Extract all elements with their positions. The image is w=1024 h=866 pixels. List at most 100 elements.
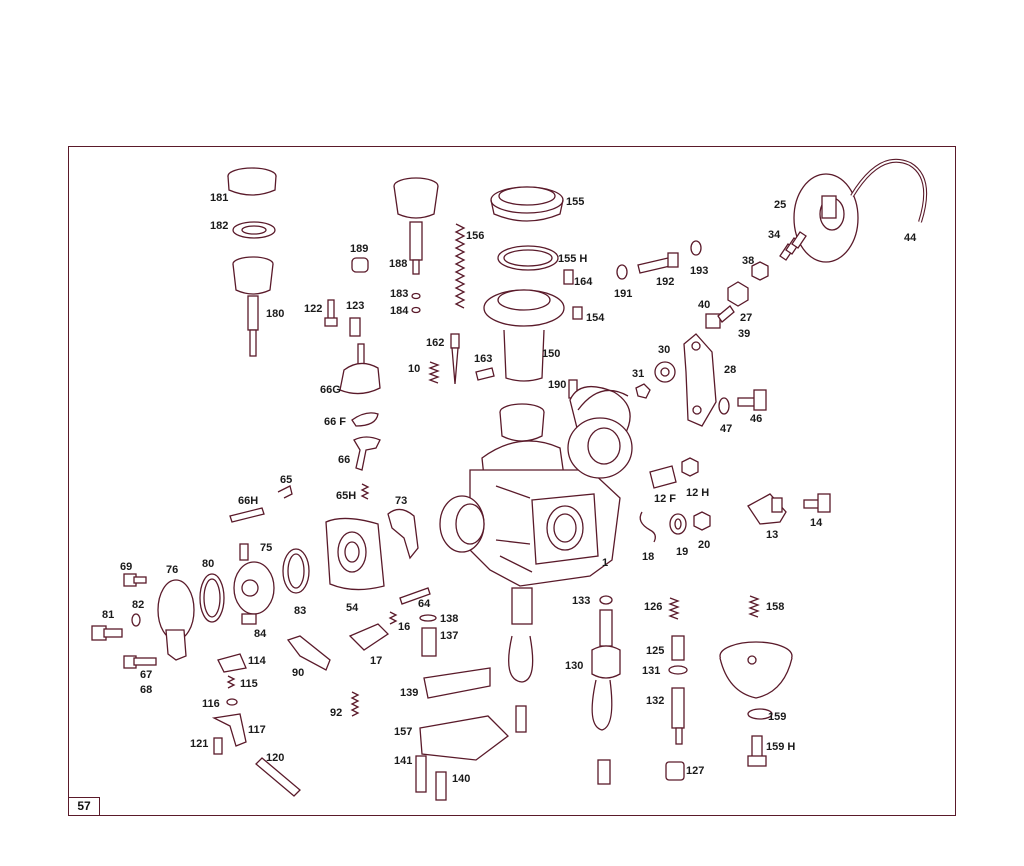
part-label-159: 159 [768,711,786,723]
part-188-piston [393,177,439,275]
part-label-17: 17 [370,655,382,667]
part-label-54: 54 [346,602,359,614]
part-34-spring [779,231,807,261]
part-label-189: 189 [350,243,368,255]
part-126-spring [668,597,680,620]
part-label-64: 64 [418,598,431,610]
part-12H-nut [681,457,699,477]
part-label-116: 116 [202,698,220,710]
part-label-141: 141 [394,755,412,767]
part-label-90: 90 [292,667,304,679]
part-float-assembly-1 [508,587,534,733]
part-80-ring [199,573,225,623]
part-183-184-washers [411,292,421,314]
part-130-jet-holder [591,609,621,785]
part-label-155: 155 [566,196,584,208]
part-38-nut [751,261,769,281]
part-132-needle [671,687,685,745]
part-label-31: 31 [632,368,644,380]
part-127-cap [665,761,685,781]
part-17-lever [348,623,390,651]
part-92-spring [350,691,360,717]
part-label-123: 123 [346,300,364,312]
part-54-throttle-housing [325,517,385,591]
part-label-154: 154 [586,312,605,324]
part-10-spring [428,361,440,384]
part-label-46: 46 [750,413,762,425]
part-82-washer [131,613,141,627]
part-20-nut [693,511,711,531]
part-76-cover [157,579,195,661]
part-label-150: 150 [542,348,560,360]
part-66F-gasket [351,412,379,427]
part-label-34: 34 [768,229,781,241]
part-label-115: 115 [240,678,258,690]
part-83-ring [282,548,310,594]
part-label-81: 81 [102,609,114,621]
part-label-65H: 65H [336,490,356,502]
part-12F-needle [649,465,677,489]
part-label-121: 121 [190,738,208,750]
part-138-washer [419,614,437,622]
part-123-screw [349,317,361,337]
part-label-182: 182 [210,220,228,232]
part-115-spring [226,675,236,689]
part-label-131: 131 [642,665,660,677]
part-66-lever [353,436,381,471]
part-label-84: 84 [254,628,267,640]
part-label-140: 140 [452,773,470,785]
part-label-16: 16 [398,621,410,633]
part-label-163: 163 [474,353,492,365]
part-154-screw [572,306,583,320]
part-90-linkage [286,635,331,671]
part-69-screw [123,573,147,587]
part-163-jet [475,367,495,381]
part-label-114: 114 [248,655,267,667]
part-label-68: 68 [140,684,152,696]
part-16-spring [388,611,398,625]
part-label-65: 65 [280,474,292,486]
part-164-screw [563,269,574,285]
part-label-14: 14 [810,517,823,529]
part-122-pin [324,299,338,327]
part-label-66G: 66G [320,384,341,396]
part-155H-ring [497,245,559,271]
part-67-68-bolt [123,655,157,669]
part-label-180: 180 [266,308,284,320]
part-155-diaphragm [490,186,564,222]
part-label-69: 69 [120,561,132,573]
part-label-66: 66 [338,454,350,466]
part-label-82: 82 [132,599,144,611]
part-label-20: 20 [698,539,710,551]
part-66H-screw [229,507,265,523]
part-label-18: 18 [642,551,654,563]
part-label-130: 130 [565,660,583,672]
part-159-clip [747,708,773,720]
part-label-12F: 12 F [654,493,676,505]
part-label-40: 40 [698,299,710,311]
part-label-127: 127 [686,765,704,777]
part-65H-spring [360,483,370,500]
part-64-screw [399,587,431,605]
part-label-126: 126 [644,601,662,613]
part-label-193: 193 [690,265,708,277]
part-label-66F: 66 F [324,416,346,428]
part-label-66H: 66H [238,495,258,507]
part-label-120: 120 [266,752,284,764]
part-label-164: 164 [574,276,593,288]
part-label-162: 162 [426,337,444,349]
part-139-bracket [423,667,491,699]
part-label-10: 10 [408,363,420,375]
part-label-38: 38 [742,255,754,267]
part-19-washer [669,513,687,535]
part-label-27: 27 [740,312,752,324]
part-66G-pump-body [339,343,381,395]
part-label-156: 156 [466,230,484,242]
part-162-needle [450,333,460,385]
part-193-washer [690,240,702,256]
part-label-155H: 155 H [558,253,587,265]
part-label-47: 47 [720,423,732,435]
part-label-30: 30 [658,344,670,356]
part-label-125: 125 [646,645,664,657]
part-156-spring [454,223,466,309]
